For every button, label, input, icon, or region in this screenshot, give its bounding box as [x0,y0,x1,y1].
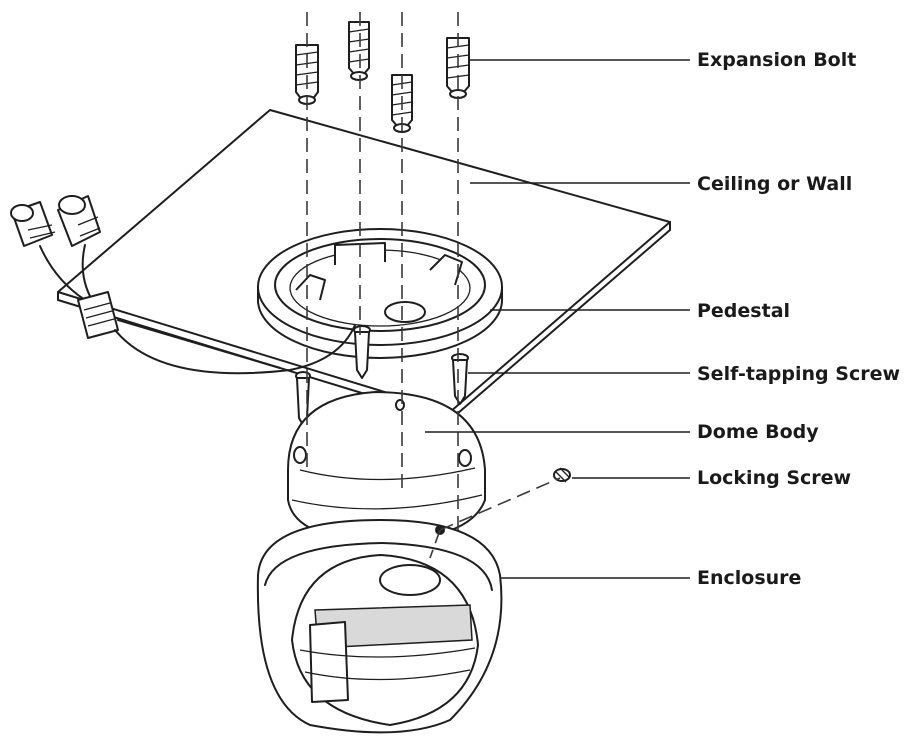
label-pedestal: Pedestal [697,300,791,322]
label-locking-screw: Locking Screw [697,467,852,489]
label-expansion-bolt: Expansion Bolt [697,49,857,71]
self-tapping-screws [295,325,469,426]
label-enclosure: Enclosure [697,567,802,589]
alignment-lines [306,12,561,559]
label-self-tapping-screw: Self-tapping Screw [697,363,901,385]
cable-connectors [10,195,356,375]
dome-body [287,391,486,541]
self-tapping-screw-right [451,353,469,405]
leader-lines [425,59,690,579]
pedestal-ring [257,228,503,359]
expansion-bolt-1 [295,44,319,105]
label-ceiling-or-wall: Ceiling or Wall [697,173,853,195]
expansion-bolt-2 [348,21,370,81]
expansion-bolts [295,21,470,133]
label-dome-body: Dome Body [697,421,819,443]
self-tapping-screw-center [353,325,371,379]
enclosure [256,519,503,734]
